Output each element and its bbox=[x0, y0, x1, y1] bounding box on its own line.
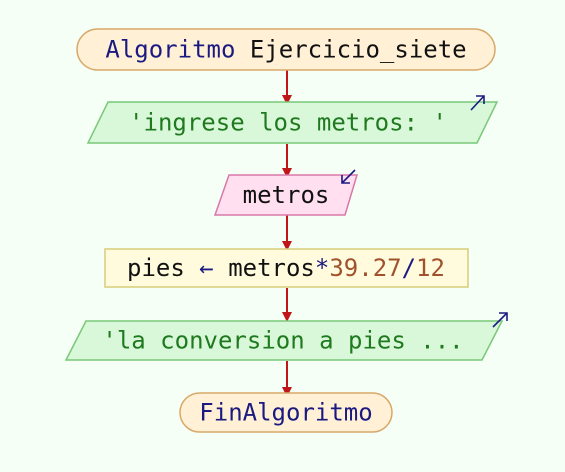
output-node-1[interactable]: 'ingrese los metros: ' bbox=[86, 95, 499, 144]
output2-text: 'la conversion a pies ... bbox=[102, 327, 463, 355]
output-node-2[interactable]: 'la conversion a pies ... bbox=[64, 312, 508, 361]
assignment-node[interactable]: pies ← metros*39.27/12 bbox=[104, 248, 469, 288]
input-node[interactable]: metros bbox=[213, 169, 359, 216]
input-text: metros bbox=[243, 181, 330, 209]
assign-arrow: ← bbox=[199, 254, 213, 282]
input-parallelogram bbox=[213, 174, 359, 216]
output-arrow-icon bbox=[470, 95, 485, 111]
start-node[interactable]: Algoritmo Ejercicio_siete bbox=[76, 28, 496, 71]
end-node[interactable]: FinAlgoritmo bbox=[179, 392, 393, 433]
start-text: Algoritmo Ejercicio_siete bbox=[105, 36, 466, 64]
end-terminal-shape bbox=[179, 392, 393, 433]
output2-parallelogram bbox=[64, 320, 504, 361]
assignment-rect bbox=[104, 248, 469, 288]
output1-parallelogram bbox=[86, 101, 499, 144]
output1-text: 'ingrese los metros: ' bbox=[129, 109, 447, 137]
start-keyword: Algoritmo bbox=[105, 36, 235, 64]
assign-num2: 12 bbox=[416, 254, 445, 282]
assign-op-div: / bbox=[402, 254, 416, 282]
assign-num1: 39.27 bbox=[329, 254, 401, 282]
output-arrow-icon bbox=[492, 312, 508, 328]
start-terminal-shape bbox=[76, 28, 496, 71]
start-algorithm-name: Ejercicio_siete bbox=[250, 36, 467, 64]
end-keyword: FinAlgoritmo bbox=[199, 399, 372, 427]
assignment-text: pies ← metros*39.27/12 bbox=[127, 254, 445, 282]
assign-expr-var: metros bbox=[228, 254, 315, 282]
assign-target: pies bbox=[127, 254, 185, 282]
assign-op-mul: * bbox=[315, 254, 329, 282]
input-arrow-icon bbox=[341, 169, 356, 184]
